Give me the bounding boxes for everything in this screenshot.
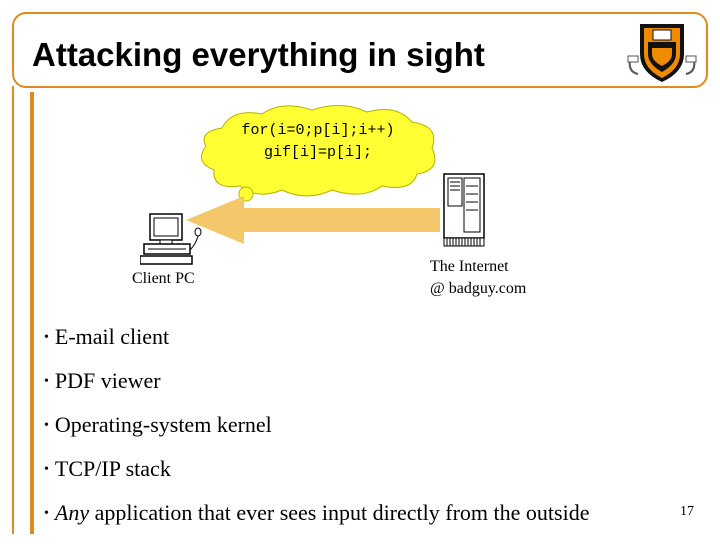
server-icon: [443, 173, 485, 247]
bullet-item: • E-mail client: [44, 324, 589, 368]
internet-label: The Internet @ badguy.com: [430, 256, 526, 300]
bullet-item: • Any application that ever sees input di…: [44, 500, 589, 544]
slide-title: Attacking everything in sight: [32, 36, 485, 73]
slide-number: 17: [680, 504, 694, 519]
bullet-text: TCP/IP stack: [54, 456, 171, 481]
left-accent-bar: [30, 92, 34, 534]
bullet-list: • E-mail client • PDF viewer • Operating-sy…: [44, 324, 589, 544]
bullet-text: E-mail client: [54, 324, 170, 349]
left-frame-border: [12, 86, 22, 534]
bullet-dot: •: [44, 462, 49, 477]
client-pc-icon: [140, 213, 202, 265]
title-frame: [12, 12, 708, 88]
bullet-text: PDF viewer: [54, 368, 161, 393]
client-pc-label: Client PC: [132, 270, 195, 287]
princeton-shield-icon: [627, 24, 697, 82]
bullet-dot: •: [44, 374, 49, 389]
bullet-text: Operating-system kernel: [54, 412, 272, 437]
bullet-item: • PDF viewer: [44, 368, 589, 412]
bullet-dot: •: [44, 330, 49, 345]
bullet-item: • TCP/IP stack: [44, 456, 589, 500]
code-snippet: for(i=0;p[i];i++) gif[i]=p[i];: [200, 120, 436, 164]
bullet-item: • Operating-system kernel: [44, 412, 589, 456]
bullet-text: application that ever sees input directl…: [89, 500, 590, 525]
bullet-dot: •: [44, 418, 49, 433]
bullet-dot: •: [44, 506, 49, 521]
internet-label-line2: @ badguy.com: [430, 280, 527, 297]
bullet-emphasis: Any: [54, 500, 90, 525]
data-flow-arrow: [186, 196, 440, 244]
code-line-2: gif[i]=p[i];: [263, 144, 373, 161]
code-line-1: for(i=0;p[i];i++): [241, 122, 395, 139]
internet-label-line1: The Internet: [430, 258, 509, 275]
